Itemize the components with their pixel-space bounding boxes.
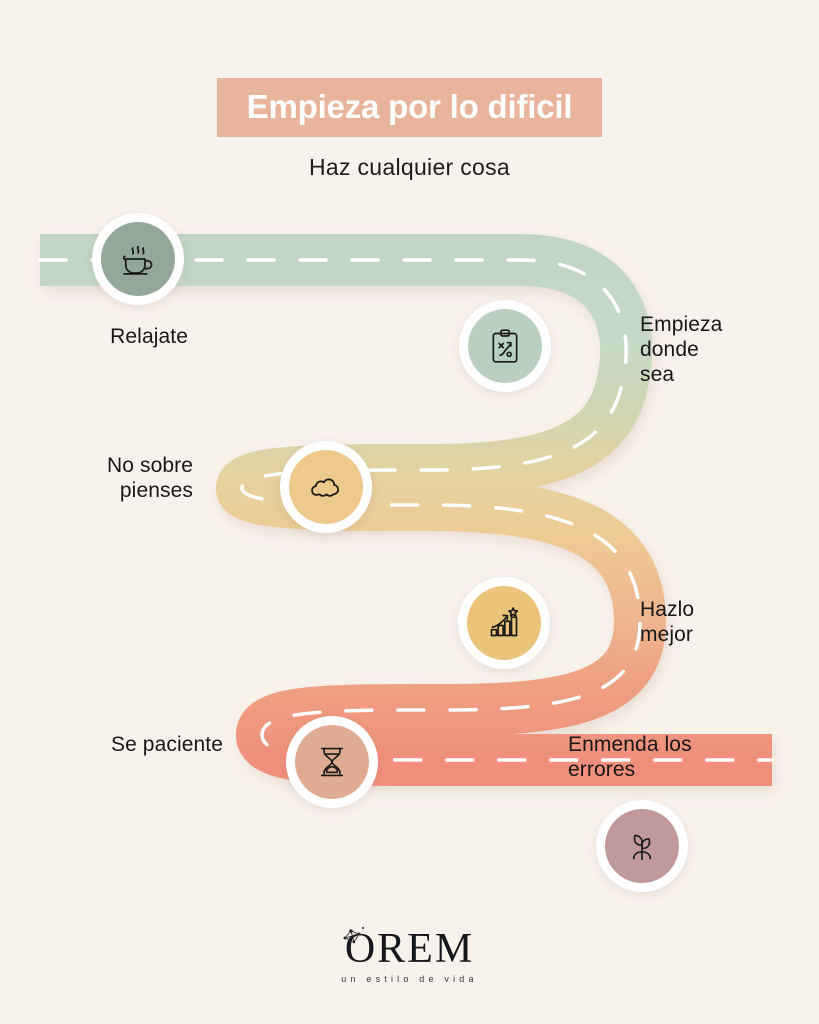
clipboard-strategy-icon (492, 329, 518, 363)
page-title: Empieza por lo dificil (216, 78, 603, 137)
milestone-icon-wrap-2 (468, 309, 542, 383)
milestone-label-3: No sobre pienses (106, 454, 193, 502)
constellation-icon (343, 927, 364, 944)
milestone-node-3[interactable] (280, 441, 372, 533)
coffee-cup-icon (122, 245, 153, 275)
page-subtitle: Haz cualquier cosa (308, 154, 510, 180)
footer-logo: OREM un estilo de vida (0, 926, 819, 984)
milestone-node-1[interactable] (92, 213, 184, 305)
milestone-icon-wrap-6 (605, 809, 679, 883)
milestone-label-2: Empieza donde sea (640, 313, 723, 386)
milestone-icon-wrap-4 (467, 586, 541, 660)
logo-tagline: un estilo de vida (341, 974, 478, 984)
logo-row: OREM (343, 926, 475, 972)
milestone-node-6[interactable] (596, 800, 688, 892)
milestone-icon-wrap-1 (101, 222, 175, 296)
logo-wordmark: OREM (344, 926, 475, 972)
hourglass-icon (320, 747, 344, 777)
milestone-icon-wrap-5 (295, 725, 369, 799)
milestone-node-2[interactable] (459, 300, 551, 392)
milestone-node-5[interactable] (286, 716, 378, 808)
milestone-label-5: Se paciente (110, 733, 223, 756)
milestone-label-4: Hazlo mejor (640, 598, 695, 646)
sprout-icon (632, 834, 652, 861)
header: Empieza por lo dificil Haz cualquier cos… (0, 78, 819, 181)
milestone-icon-wrap-3 (289, 450, 363, 524)
milestone-label-6: Enmenda los errores (568, 733, 692, 781)
growth-chart-star-icon (490, 607, 519, 637)
milestone-node-4[interactable] (458, 577, 550, 669)
milestone-label-1: Relajate (110, 325, 188, 348)
cloud-icon (311, 478, 340, 497)
